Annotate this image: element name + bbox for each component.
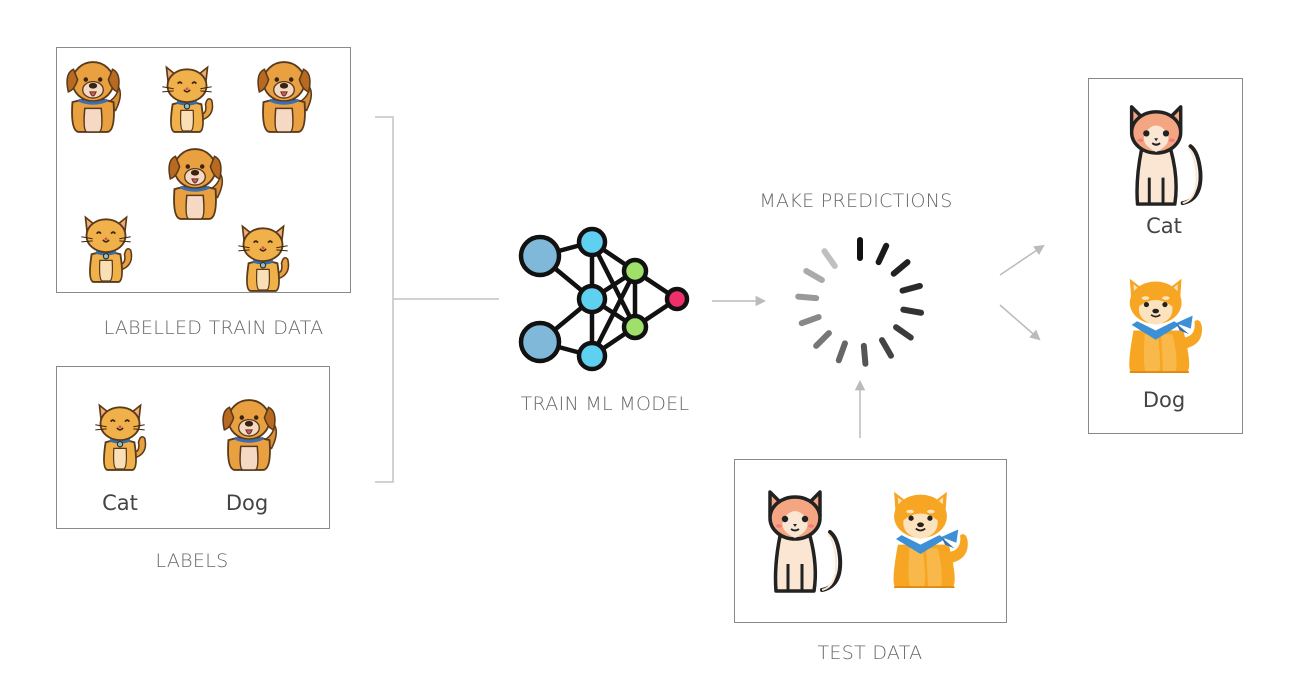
- line-cat-icon: [1123, 101, 1207, 209]
- labels-box: Cat Dog: [56, 366, 330, 529]
- output-label-dog: Dog: [1142, 388, 1186, 412]
- shiba-dog-icon: [883, 488, 975, 588]
- model-caption: TRAIN ML MODEL: [520, 393, 690, 415]
- loading-spinner-icon: [795, 237, 925, 367]
- train-data-box: [56, 47, 351, 293]
- output-box: Cat Dog: [1088, 78, 1243, 434]
- shiba-dog-icon: [1119, 275, 1209, 373]
- neural-network-icon: [518, 226, 690, 372]
- output-label-cat: Cat: [1146, 214, 1182, 238]
- labels-caption: LABELS: [155, 550, 229, 572]
- test-data-box: [734, 459, 1007, 623]
- arrow-icon: [999, 244, 1045, 276]
- line-cat-icon: [761, 486, 847, 596]
- train-data-caption: LABELLED TRAIN DATA: [103, 317, 324, 339]
- label-cat: Cat: [102, 491, 138, 515]
- predictions-caption: MAKE PREDICTIONS: [759, 190, 953, 212]
- bracket-connector: [375, 116, 499, 483]
- test-data-caption: TEST DATA: [817, 642, 923, 664]
- arrow-icon: [999, 304, 1041, 341]
- label-dog: Dog: [225, 491, 269, 515]
